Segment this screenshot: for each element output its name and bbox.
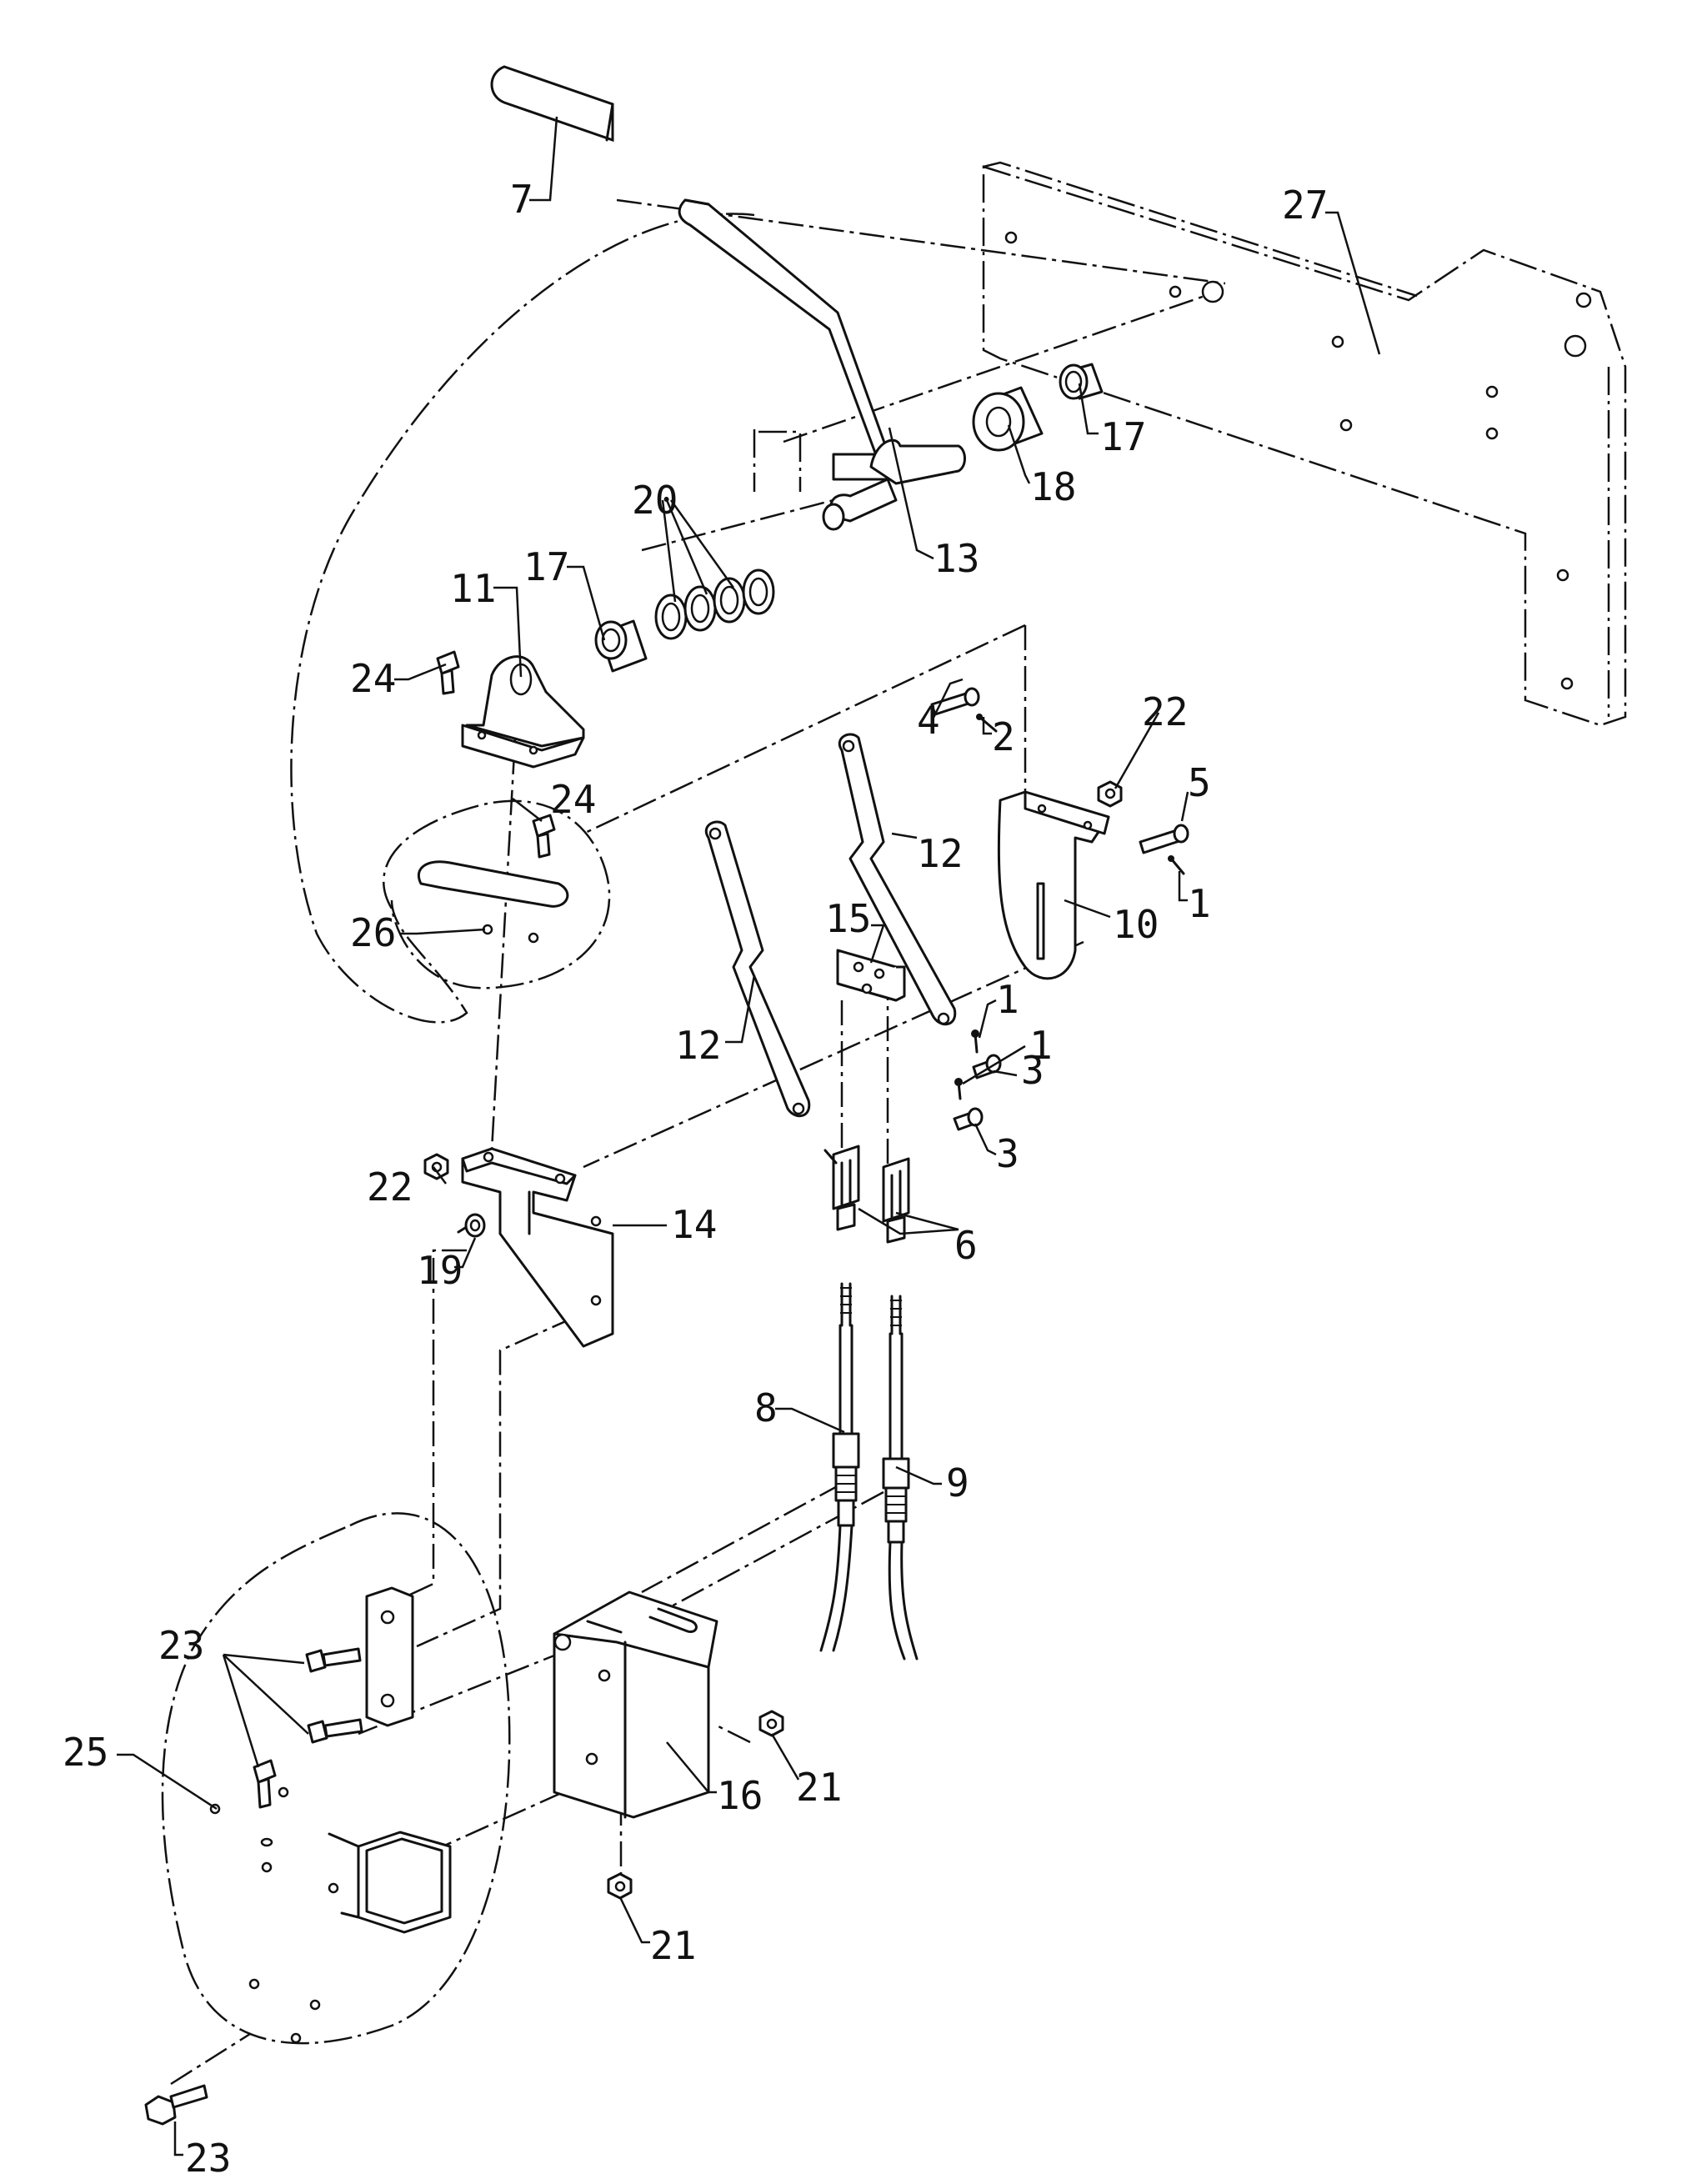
- part-18-spacer: [972, 386, 1044, 452]
- callout-18: 18: [1030, 464, 1076, 509]
- part-10-bracket: [997, 790, 1110, 980]
- callout-17: 17: [1100, 414, 1146, 459]
- assembly-line-bracket14: [583, 940, 1084, 1169]
- assembly-line-14-down: [378, 1249, 467, 1610]
- part-23-bolt-vertical: [253, 1759, 277, 1847]
- part-23-bolt-mid: [307, 1718, 363, 1744]
- callout-9: 9: [946, 1460, 969, 1505]
- part-1-clip-upper: [1168, 855, 1185, 875]
- assembly-line-26: [490, 708, 518, 1151]
- callout-1: 1: [996, 977, 1019, 1022]
- part-19-washer: [457, 1213, 486, 1238]
- part-3-pin-lower: [953, 1107, 984, 1131]
- callout-11: 11: [450, 566, 496, 611]
- assembly-line-upper: [583, 624, 1026, 835]
- phantom-body-outline: [290, 213, 755, 1024]
- part-13-lever-arm: [678, 198, 966, 531]
- callout-4: 4: [917, 698, 940, 743]
- assembly-line-14-down2: [416, 1315, 576, 1648]
- callout-1: 1: [1188, 881, 1211, 926]
- part-9-cable: [882, 1295, 919, 1661]
- leader-lines: [117, 116, 1381, 2156]
- part-14-bracket: [461, 1147, 614, 1348]
- callout-13: 13: [934, 536, 979, 581]
- part-1-clip-mid: [971, 1029, 979, 1054]
- callout-21: 21: [650, 1923, 696, 1968]
- part-12-link-left: [705, 820, 811, 1118]
- callout-2: 2: [992, 714, 1015, 759]
- assembly-line-23b: [170, 2032, 251, 2086]
- callout-3: 3: [1021, 1048, 1044, 1093]
- callout-22: 22: [367, 1165, 413, 1210]
- callout-12: 12: [917, 831, 963, 876]
- callout-12: 12: [675, 1023, 721, 1068]
- part-20-washers: [654, 569, 775, 640]
- part-26-slot-plate: [383, 799, 611, 989]
- part-23-bolt-bottom: [144, 2084, 208, 2126]
- callout-23: 23: [158, 1623, 204, 1668]
- callout-5: 5: [1188, 760, 1211, 805]
- part-1-clip-lower: [954, 1078, 963, 1100]
- part-24-bolt-upper: [436, 650, 460, 695]
- callout-21: 21: [796, 1765, 842, 1810]
- part-15-plate: [836, 949, 906, 1002]
- part-6-clevis-right: [882, 1157, 910, 1244]
- callout-24: 24: [350, 656, 396, 701]
- callout-19: 19: [417, 1248, 463, 1293]
- callout-26: 26: [350, 910, 396, 955]
- part-22-nut-lower: [423, 1153, 449, 1180]
- callout-7: 7: [510, 177, 533, 222]
- part-24-bolt-lower: [532, 814, 556, 859]
- callout-22: 22: [1142, 689, 1188, 734]
- assembly-line-cable: [840, 975, 889, 1184]
- callout-17: 17: [523, 544, 569, 589]
- callout-15: 15: [825, 896, 871, 941]
- part-11-pivot-bracket: [461, 655, 585, 769]
- part-4-pin: [930, 687, 980, 716]
- callout-27: 27: [1282, 183, 1328, 228]
- part-17-bushing-lower: [594, 619, 648, 673]
- part-17-bushing-upper: [1059, 363, 1104, 400]
- part-23-bolt-upper: [305, 1647, 362, 1673]
- phantom-pivot-box: [753, 429, 802, 492]
- callout-20: 20: [632, 478, 678, 523]
- callout-24: 24: [550, 777, 596, 822]
- assembly-line-20: [641, 498, 834, 552]
- callout-1: 1: [1029, 1023, 1053, 1068]
- callout-23: 23: [185, 2136, 231, 2181]
- part-27-mount-plate: [982, 161, 1627, 727]
- part-16-cable-bracket: [553, 1590, 718, 1819]
- part-7-grip: [490, 65, 614, 143]
- callout-25: 25: [63, 1730, 108, 1775]
- part-8-cable: [819, 1282, 860, 1652]
- callout-14: 14: [671, 1202, 717, 1247]
- part-21-nut-bottom: [607, 1872, 633, 1900]
- assembly-line-mount27: [783, 290, 1218, 443]
- callout-16: 16: [717, 1773, 763, 1818]
- callout-8: 8: [754, 1385, 778, 1430]
- part-12-link-right: [838, 733, 957, 1026]
- part-21-nut-right: [758, 1710, 784, 1737]
- callout-3: 3: [996, 1131, 1019, 1176]
- part-5-pin: [1139, 824, 1189, 854]
- callout-labels: 7 27 17 18 20 13 11 17 24 22 4 2 5 24 12…: [63, 177, 1328, 2181]
- phantom-detail-circle: [161, 1512, 511, 2045]
- part-2-cotter: [976, 714, 998, 733]
- part-6-clevis-left: [823, 1145, 860, 1231]
- callout-10: 10: [1113, 902, 1159, 947]
- callout-6: 6: [954, 1223, 978, 1268]
- part-25-frame-detail: [209, 1586, 452, 2044]
